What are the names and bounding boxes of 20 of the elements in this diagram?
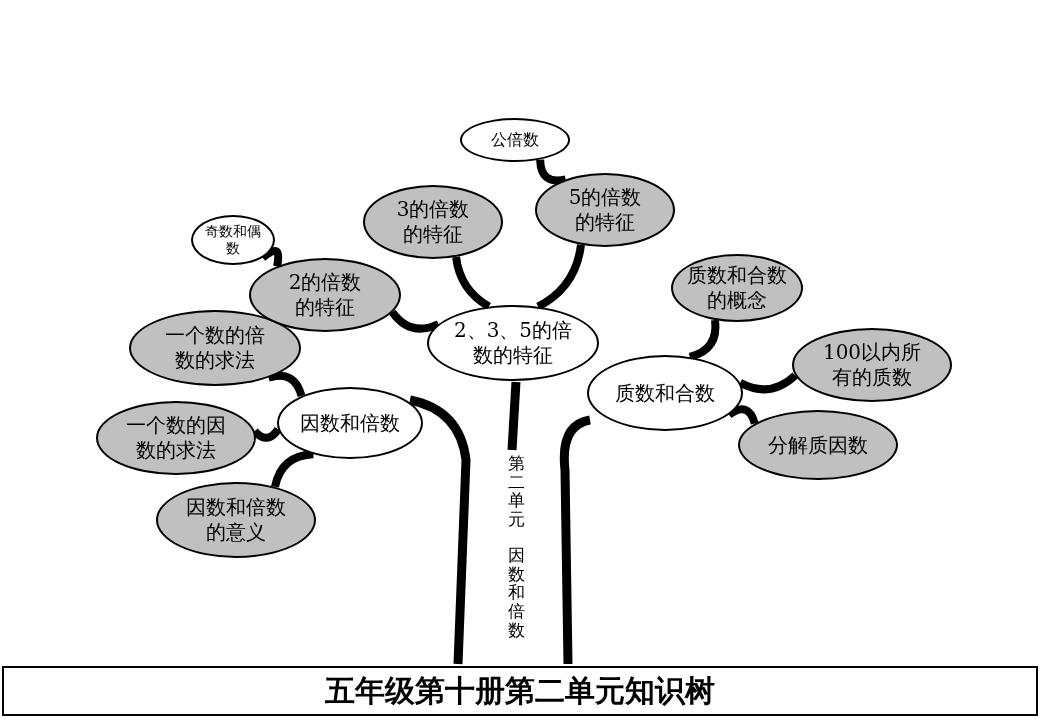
topic-text: 5的倍数的特征 (567, 185, 643, 235)
topic-text: 因数和倍数的意义 (186, 495, 286, 545)
topic-text: 奇数和偶数 (204, 222, 262, 258)
topic-text: 质数和合数 (614, 380, 716, 406)
trunk-label: 第二单元 (508, 454, 525, 529)
title: 五年级第十册第二单元知识树 (324, 672, 716, 710)
topic-text: 2的倍数的特征 (287, 270, 363, 320)
branch-line (260, 246, 283, 268)
topic-text: 3的倍数的特征 (395, 197, 471, 247)
topic-text: 公倍数 (490, 130, 540, 150)
topic-text: 质数和合数的概念 (687, 263, 787, 313)
topic-text: 一个数的因数的求法 (126, 413, 226, 463)
topic-text: 因数和倍数 (299, 410, 401, 436)
topic-text: 一个数的倍数的求法 (165, 323, 265, 373)
topic-text: 分解质因数 (767, 432, 869, 458)
topic-text: 2、3、5的倍数的特征 (452, 318, 574, 368)
trunk-label: 因数和倍数 (508, 546, 525, 640)
topic-ellipse (191, 215, 275, 265)
branch-line (536, 159, 567, 185)
topic-text: 100以内所有的质数 (821, 340, 923, 390)
